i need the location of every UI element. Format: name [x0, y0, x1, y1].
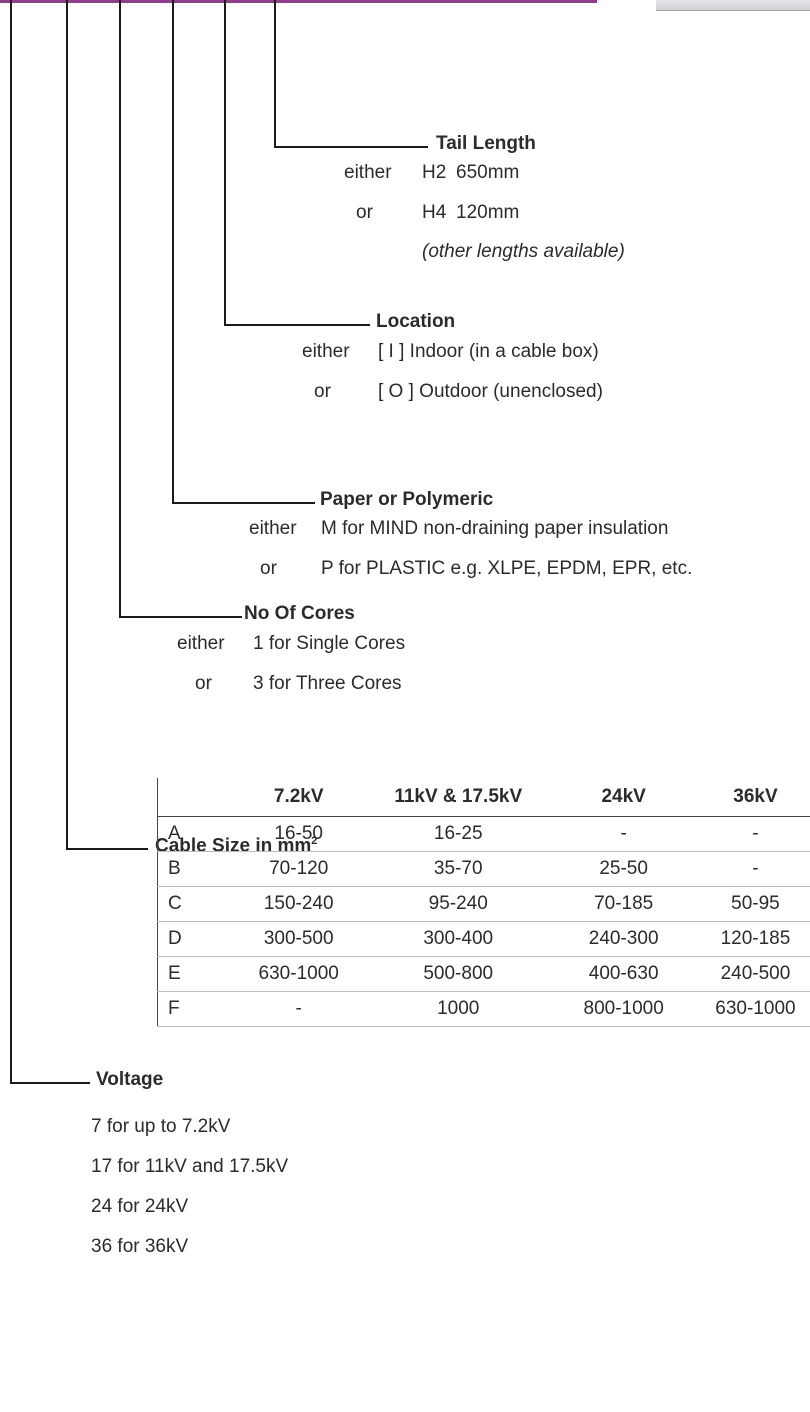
table-cell: 25-50 — [546, 851, 701, 887]
voltage-item: 36 for 36kV — [91, 1236, 189, 1257]
cores-prefix-2: or — [195, 673, 212, 694]
corner-panel — [656, 0, 810, 11]
table-cell: 70-120 — [227, 851, 371, 887]
tail-length-prefix-1: either — [344, 162, 392, 183]
paper-polymeric-prefix-1: either — [249, 518, 297, 539]
accent-bar — [0, 0, 597, 3]
table-row-label: B — [157, 851, 228, 887]
table-header-cell: 24kV — [546, 778, 701, 817]
table-row-label: C — [157, 886, 228, 922]
location-title: Location — [376, 311, 456, 332]
table-cell: 300-400 — [370, 921, 547, 957]
paper-polymeric-title: Paper or Polymeric — [320, 489, 494, 510]
table-row-label: D — [157, 921, 228, 957]
location-option-2: [ O ] Outdoor (unenclosed) — [378, 381, 603, 402]
tail-length-value-2: 120mm — [456, 202, 520, 223]
table-header-cell: 36kV — [700, 778, 810, 817]
table-header-cell: 11kV & 17.5kV — [370, 778, 547, 817]
cores-option-1: 1 for Single Cores — [253, 633, 406, 654]
location-option-1: [ I ] Indoor (in a cable box) — [378, 341, 599, 362]
tail-length-prefix-2: or — [356, 202, 373, 223]
location-prefix-2: or — [314, 381, 331, 402]
voltage-item: 17 for 11kV and 17.5kV — [91, 1156, 289, 1177]
tail-length-code-1: H2 — [422, 162, 447, 183]
table-cell: 800-1000 — [546, 991, 701, 1027]
table-header-row: 7.2kV 11kV & 17.5kV 24kV 36kV — [157, 778, 810, 817]
table-cell: 95-240 — [370, 886, 547, 922]
table-row: B 70-120 35-70 25-50 - — [157, 851, 810, 887]
table-row: C 150-240 95-240 70-185 50-95 — [157, 886, 810, 922]
location-prefix-1: either — [302, 341, 350, 362]
table-cell: 630-1000 — [227, 956, 371, 992]
table-row: D 300-500 300-400 240-300 120-185 — [157, 921, 810, 957]
paper-polymeric-prefix-2: or — [260, 558, 277, 579]
table-cell: 70-185 — [546, 886, 701, 922]
voltage-item: 7 for up to 7.2kV — [91, 1116, 231, 1137]
table-cell: 240-300 — [546, 921, 701, 957]
table-cell: 630-1000 — [700, 991, 810, 1027]
table-cell: - — [227, 991, 371, 1027]
tail-length-title: Tail Length — [436, 133, 536, 154]
tail-length-note: (other lengths available) — [422, 241, 625, 262]
table-cell: 500-800 — [370, 956, 547, 992]
table-cell: - — [700, 816, 810, 852]
table-header-cell: 7.2kV — [227, 778, 371, 817]
table-row: F - 1000 800-1000 630-1000 — [157, 991, 810, 1027]
cores-prefix-1: either — [177, 633, 225, 654]
table-row-label: E — [157, 956, 228, 992]
table-row-label: F — [157, 991, 228, 1027]
table-cell: 1000 — [370, 991, 547, 1027]
cores-option-2: 3 for Three Cores — [253, 673, 402, 694]
table-cell: 400-630 — [546, 956, 701, 992]
table-cell: 50-95 — [700, 886, 810, 922]
table-cell: 150-240 — [227, 886, 371, 922]
table-cell: - — [546, 816, 701, 852]
table-cell: 120-185 — [700, 921, 810, 957]
voltage-item: 24 for 24kV — [91, 1196, 189, 1217]
paper-polymeric-option-1: M for MIND non-draining paper insulation — [321, 518, 669, 539]
table-cell: 35-70 — [370, 851, 547, 887]
table-cell: 16-25 — [370, 816, 547, 852]
table-row: A 16-50 16-25 - - — [157, 816, 810, 852]
table-header-corner — [157, 778, 228, 817]
tail-length-value-1: 650mm — [456, 162, 520, 183]
table-cell: 300-500 — [227, 921, 371, 957]
table-cell: 240-500 — [700, 956, 810, 992]
table-cell: - — [700, 851, 810, 887]
tail-length-code-2: H4 — [422, 202, 447, 223]
voltage-title: Voltage — [96, 1069, 164, 1090]
table-cell: 16-50 — [227, 816, 371, 852]
cores-title: No Of Cores — [244, 603, 355, 624]
paper-polymeric-option-2: P for PLASTIC e.g. XLPE, EPDM, EPR, etc. — [321, 558, 693, 579]
table-row-label: A — [157, 816, 228, 852]
cable-size-table: 7.2kV 11kV & 17.5kV 24kV 36kV A 16-50 16… — [157, 778, 810, 1027]
table-row: E 630-1000 500-800 400-630 240-500 — [157, 956, 810, 992]
